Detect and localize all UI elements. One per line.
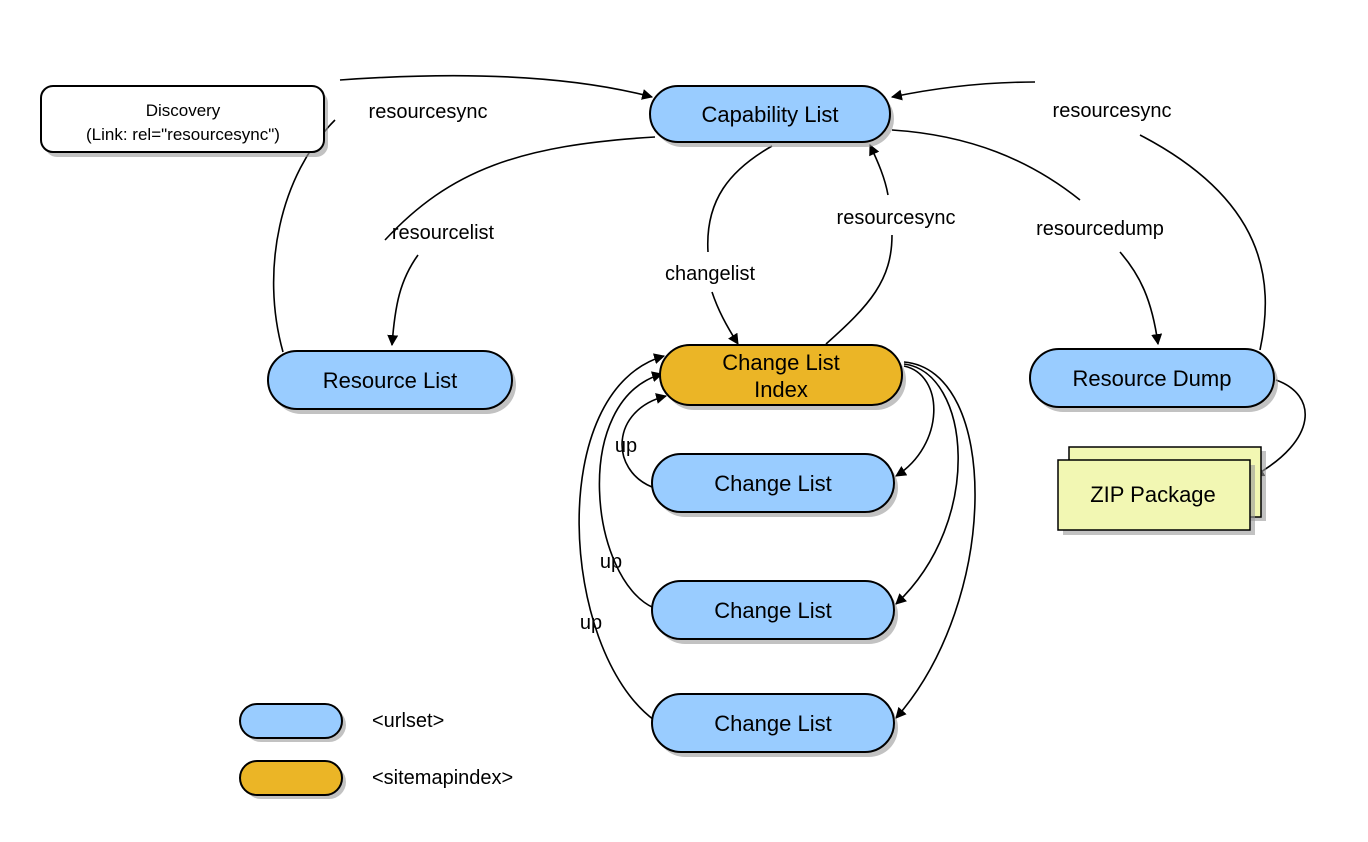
node-change-list-2: Change List bbox=[651, 580, 898, 644]
edge-resourcelist-arrow bbox=[387, 254, 419, 347]
edge-resourcedump-up bbox=[1139, 134, 1267, 351]
capability-list-label: Capability List bbox=[702, 102, 839, 127]
edge-cli-to-cl1 bbox=[895, 365, 935, 477]
label-resourcedump: resourcedump bbox=[1036, 218, 1164, 240]
legend: <urlset> <sitemapindex> bbox=[239, 703, 513, 799]
label-changelist: changelist bbox=[665, 263, 756, 285]
node-change-list-index: Change List Index bbox=[659, 344, 906, 410]
discovery-box: Discovery (Link: rel="resourcesync") bbox=[40, 85, 328, 157]
edge-resourcedump-arrow bbox=[1119, 251, 1163, 346]
edge-labels: resourcesync resourcesync resourcelist c… bbox=[369, 100, 1172, 634]
edge-cli-resourcesync bbox=[825, 234, 893, 345]
edges bbox=[272, 74, 1306, 721]
label-cli-resourcesync: resourcesync bbox=[837, 207, 956, 229]
discovery-title: Discovery bbox=[146, 101, 221, 120]
legend-urlset-label: <urlset> bbox=[372, 710, 444, 732]
label-resourcesync-right: resourcesync bbox=[1053, 100, 1172, 122]
legend-urlset-swatch bbox=[239, 703, 343, 739]
edge-cli-to-cl2 bbox=[895, 363, 959, 605]
label-up-1: up bbox=[615, 435, 637, 457]
edge-up-3 bbox=[578, 353, 666, 721]
node-capability-list: Capability List bbox=[649, 85, 894, 147]
zip-package-label: ZIP Package bbox=[1090, 482, 1216, 507]
change-list-index-label-1: Change List bbox=[722, 350, 839, 375]
legend-sitemapindex-label: <sitemapindex> bbox=[372, 767, 513, 789]
node-change-list-1: Change List bbox=[651, 453, 898, 517]
node-change-list-3: Change List bbox=[651, 693, 898, 757]
legend-sitemapindex-swatch bbox=[239, 760, 343, 796]
edge-up-1 bbox=[621, 393, 668, 488]
label-up-3: up bbox=[580, 612, 602, 634]
label-resourcesync-left: resourcesync bbox=[369, 101, 488, 123]
resource-dump-label: Resource Dump bbox=[1073, 366, 1232, 391]
edge-zip bbox=[1253, 379, 1306, 477]
edge-resourcelist bbox=[384, 136, 656, 241]
edge-up-2 bbox=[598, 371, 664, 609]
resource-list-label: Resource List bbox=[323, 368, 458, 393]
change-list-index-label-2: Index bbox=[754, 377, 808, 402]
discovery-link: (Link: rel="resourcesync") bbox=[86, 125, 280, 144]
label-resourcelist: resourcelist bbox=[392, 222, 495, 244]
node-resource-dump: Resource Dump bbox=[1029, 348, 1278, 412]
legend-sitemapindex: <sitemapindex> bbox=[239, 760, 513, 799]
edge-resourcedump bbox=[891, 129, 1081, 201]
node-resource-list: Resource List bbox=[267, 350, 516, 414]
edge-resourcesync-right bbox=[890, 81, 1036, 101]
edge-changelist-arrow bbox=[711, 291, 739, 345]
edge-cli-resourcesync-arrow bbox=[869, 144, 889, 196]
edge-cli-to-cl3 bbox=[895, 361, 976, 719]
legend-urlset: <urlset> bbox=[239, 703, 444, 742]
edge-resourcesync-left bbox=[339, 74, 654, 100]
label-up-2: up bbox=[600, 551, 622, 573]
change-list-1-label: Change List bbox=[714, 471, 831, 496]
change-list-2-label: Change List bbox=[714, 598, 831, 623]
edge-changelist bbox=[707, 145, 773, 253]
change-list-3-label: Change List bbox=[714, 711, 831, 736]
node-zip-package: ZIP Package bbox=[1057, 446, 1266, 535]
